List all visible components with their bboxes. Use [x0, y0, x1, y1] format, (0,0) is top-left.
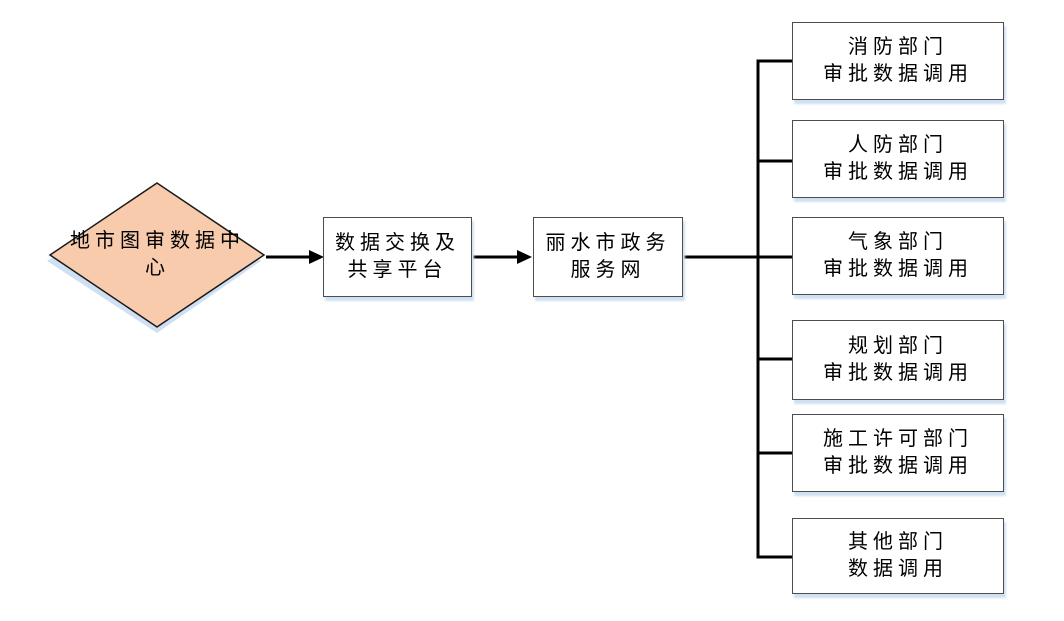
exchange-platform-line2: 共享平台 — [347, 259, 448, 281]
planning-dept-node: 规划部门 审批数据调用 — [792, 320, 1004, 400]
civil-defense-dept-node: 人防部门 审批数据调用 — [792, 120, 1004, 198]
fire-dept-line2: 审批数据调用 — [823, 63, 973, 85]
arrowhead-to-network-icon — [517, 250, 532, 264]
service-network-line2: 服务网 — [570, 259, 646, 281]
planning-dept-line2: 审批数据调用 — [823, 362, 973, 384]
construction-permit-dept-node: 施工许可部门 审批数据调用 — [792, 414, 1004, 492]
civil-defense-dept-line2: 审批数据调用 — [823, 161, 973, 183]
other-dept-node: 其他部门 数据调用 — [792, 518, 1004, 594]
diamond-shape — [48, 182, 266, 328]
other-dept-line2: 数据调用 — [848, 558, 948, 580]
service-network-node: 丽水市政务 服务网 — [533, 217, 683, 297]
construction-permit-dept-line2: 审批数据调用 — [823, 455, 973, 477]
data-center-label: 地市图审数据中心 — [70, 230, 245, 279]
fire-dept-line1: 消防部门 — [848, 36, 948, 58]
civil-defense-dept-line1: 人防部门 — [848, 134, 948, 156]
arrowhead-to-platform-icon — [309, 250, 324, 264]
construction-permit-dept-line1: 施工许可部门 — [823, 428, 973, 450]
service-network-line1: 丽水市政务 — [545, 232, 671, 254]
meteorology-dept-line2: 审批数据调用 — [823, 258, 973, 280]
meteorology-dept-node: 气象部门 审批数据调用 — [792, 217, 1004, 295]
fire-dept-node: 消防部门 审批数据调用 — [792, 22, 1004, 100]
planning-dept-line1: 规划部门 — [848, 335, 948, 357]
other-dept-line1: 其他部门 — [848, 531, 948, 553]
meteorology-dept-line1: 气象部门 — [848, 231, 948, 253]
exchange-platform-node: 数据交换及 共享平台 — [323, 217, 472, 297]
exchange-platform-line1: 数据交换及 — [335, 232, 460, 254]
